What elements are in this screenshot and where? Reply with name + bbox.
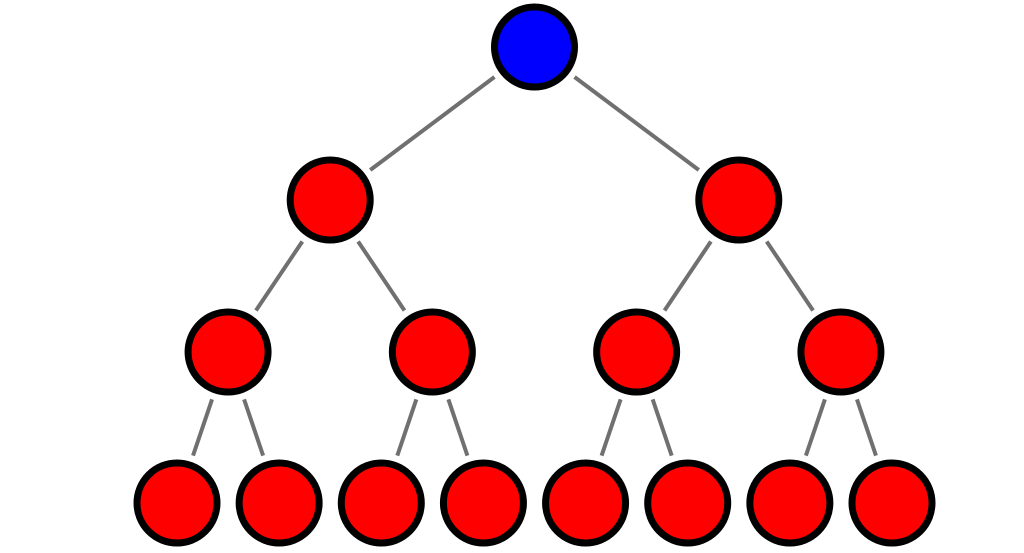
tree-node-n9 [337,459,425,547]
tree-edge-n2-n6 [765,240,815,312]
tree-edge-n3-n7 [191,398,214,457]
tree-edge-n0-n2 [573,75,700,172]
tree-node-n4 [388,308,476,396]
tree-node-n6 [797,308,885,396]
tree-node-n14 [848,459,936,547]
tree-edge-n5-n11 [599,398,623,457]
tree-edge-n6-n13 [803,398,827,457]
tree-edge-n4-n9 [395,398,419,457]
tree-node-n5 [593,308,681,396]
tree-edge-n3-n8 [242,398,266,457]
tree-root-node-n0 [491,3,578,91]
tree-edge-n0-n1 [369,75,496,172]
tree-edge-n1-n4 [356,240,407,312]
tree-node-n1 [286,156,374,244]
tree-edges [191,75,878,457]
tree-node-n3 [184,308,272,396]
tree-node-n2 [695,156,783,244]
tree-node-n8 [235,459,323,547]
tree-nodes [133,3,936,547]
tree-edge-n5-n12 [650,398,674,457]
tree-edge-n1-n3 [254,240,304,312]
tree-edge-n2-n5 [662,240,713,312]
tree-node-n7 [133,459,221,547]
tree-node-n10 [439,459,527,547]
tree-edge-n6-n14 [855,398,878,457]
tree-node-n13 [746,459,834,547]
tree-edge-n4-n10 [446,398,470,457]
tree-node-n11 [542,459,630,547]
tree-node-n12 [644,459,732,547]
